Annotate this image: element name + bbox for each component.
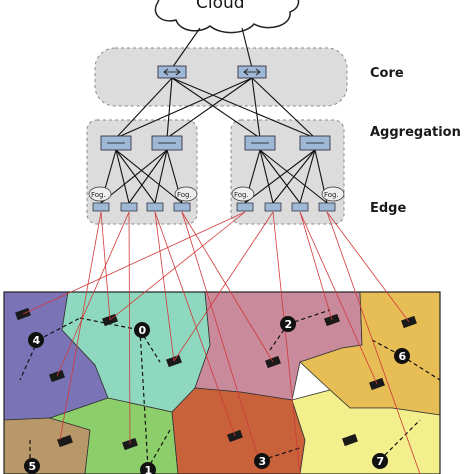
cloud-shape [154, 0, 300, 34]
region-marker-1: 1 [140, 462, 156, 474]
coverage-map [4, 292, 440, 474]
edge-switch [120, 202, 138, 212]
network-links [100, 27, 328, 204]
region-marker-5: 5 [24, 458, 40, 474]
edge-switches [92, 202, 336, 212]
tier-label-core: Core [370, 66, 404, 81]
edge-switch [146, 202, 164, 212]
region-marker-2: 2 [280, 316, 296, 332]
svg-text:Fog.: Fog. [91, 191, 106, 199]
edge-switch [291, 202, 309, 212]
region-marker-3: 3 [254, 453, 270, 469]
svg-text:2: 2 [285, 318, 293, 331]
svg-text:7: 7 [377, 455, 385, 468]
cloud: Cloud [154, 0, 300, 34]
svg-text:Fog.: Fog. [234, 191, 249, 199]
svg-text:0: 0 [139, 324, 147, 337]
edge-switch [264, 202, 282, 212]
coverage-map-border [3, 291, 441, 474]
edge-switch [173, 202, 191, 212]
aggregation-switches [100, 135, 331, 151]
region-marker-4: 4 [28, 332, 44, 348]
region-marker-0: 0 [134, 322, 150, 338]
device [342, 433, 358, 447]
core-switch [237, 65, 267, 79]
region-7 [291, 389, 440, 474]
core-switches [157, 65, 267, 79]
region-markers: 0 1 2 3 4 5 6 7 [24, 316, 410, 474]
tier-label-aggregation: Aggregation [370, 125, 461, 140]
svg-text:6: 6 [399, 350, 407, 363]
tier-label-edge: Edge [370, 201, 406, 216]
core-group [94, 47, 348, 107]
region-marker-7: 7 [372, 453, 388, 469]
svg-text:Fog.: Fog. [324, 191, 339, 199]
aggregation-switch [299, 135, 331, 151]
cloud-label: Cloud [196, 0, 245, 13]
fog-node: Fog. [231, 186, 255, 202]
region-marker-6: 6 [394, 348, 410, 364]
region-1 [48, 397, 179, 474]
core-switch [157, 65, 187, 79]
fog-node: Fog. [174, 186, 198, 202]
svg-text:5: 5 [29, 460, 37, 473]
svg-text:3: 3 [259, 455, 267, 468]
edge-switch [92, 202, 110, 212]
fog-node: Fog. [88, 186, 112, 202]
edge-switch [236, 202, 254, 212]
edge-switch [318, 202, 336, 212]
fog-nodes: Fog. Fog. Fog. Fog. [88, 186, 345, 202]
svg-text:4: 4 [33, 334, 41, 347]
svg-text:Fog.: Fog. [177, 191, 192, 199]
aggregation-switch [244, 135, 276, 151]
svg-text:1: 1 [145, 464, 153, 474]
aggregation-switch [151, 135, 183, 151]
wireless-links [22, 211, 421, 474]
aggregation-switch [100, 135, 132, 151]
fog-node: Fog. [321, 186, 345, 202]
device [57, 434, 73, 448]
